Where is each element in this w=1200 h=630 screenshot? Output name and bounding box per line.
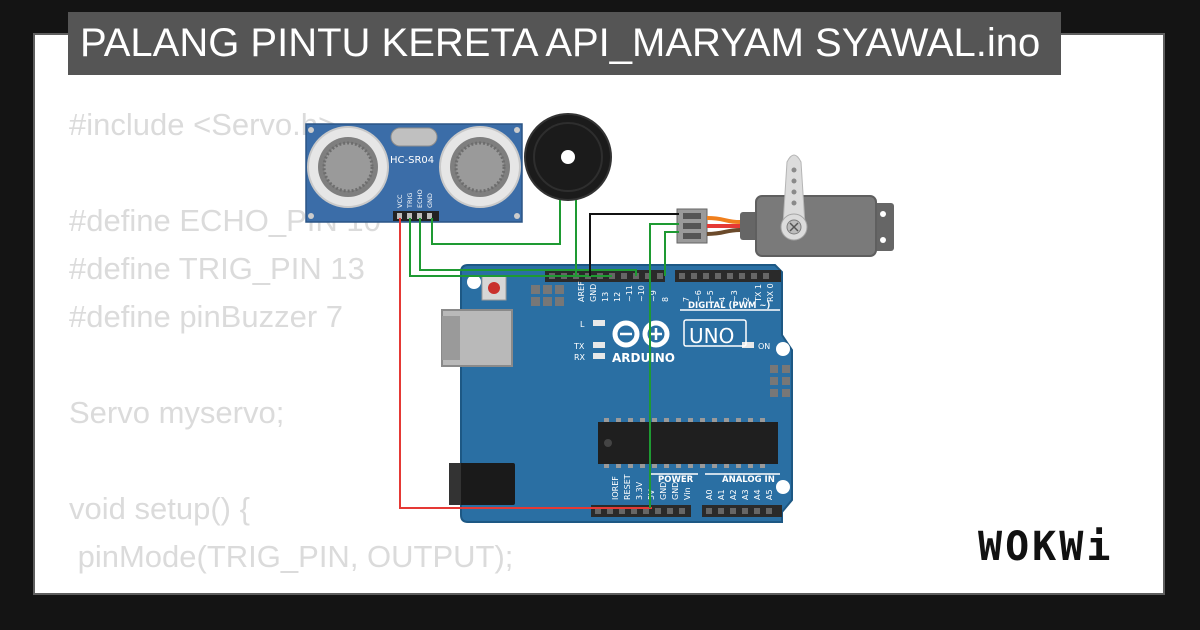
code-line: #define TRIG_PIN 13 [69, 251, 365, 286]
hc-sr04-sensor: HC-SR04 VCC TRIG ECHO GND [305, 123, 523, 223]
led-rx-label: RX [574, 353, 586, 362]
wire-sensor-gnd [431, 200, 561, 245]
pin-label-rx0: RX 0 [766, 283, 775, 302]
analog-header-label: ANALOG IN [722, 475, 775, 485]
sensor-pin-vcc-label: VCC [396, 194, 404, 208]
pin-label-5v: 5V [647, 489, 656, 500]
led-on [742, 342, 754, 348]
pin-label-10: ~10 [637, 285, 646, 302]
pin-label-11: ~11 [625, 285, 634, 302]
wires [399, 200, 679, 509]
digital-header-label: DIGITAL (PWM ~) [688, 301, 770, 311]
pin-label-a4: A4 [753, 489, 762, 500]
atmega-chip [598, 422, 778, 464]
pin-label-8: 8 [661, 297, 670, 302]
led-l-label: L [580, 320, 585, 329]
project-title: PALANG PINTU KERETA API_MARYAM SYAWAL.in… [68, 12, 1061, 75]
pin-label-aref: AREF [577, 281, 586, 302]
sensor-pin-gnd-label: GND [426, 193, 434, 208]
pin-label-ioref: IOREF [611, 476, 620, 500]
pin-label-gnd-1: GND [659, 482, 668, 500]
code-line: pinMode(TRIG_PIN, OUTPUT); [69, 539, 514, 574]
pin-label-gnd-2: GND [671, 482, 680, 500]
buzzer [524, 113, 612, 201]
pin-label-9: ~9 [649, 290, 658, 302]
wire-vcc-5v [399, 218, 652, 509]
sensor-pin-trig-label: TRIG [406, 193, 414, 209]
arduino-brand: ARDUINO [612, 351, 675, 365]
led-l [593, 320, 605, 326]
pin-label-gnd: GND [589, 284, 598, 302]
pin-label-5: ~5 [706, 290, 715, 302]
led-on-label: ON [758, 342, 770, 351]
arduino-model: UNO [689, 324, 734, 348]
wire-trig [409, 218, 612, 277]
pin-label-vin: Vin [683, 487, 692, 500]
pin-label-6: ~6 [694, 290, 703, 302]
pin-label-7: 7 [682, 297, 691, 302]
power-header-label: POWER [658, 475, 694, 485]
pin-label-a0: A0 [705, 489, 714, 500]
code-line: #define pinBuzzer 7 [69, 299, 344, 334]
code-line: Servo myservo; [69, 395, 285, 430]
pin-label-reset: RESET [623, 474, 632, 500]
code-line: pinMode(ECHO_PIN, INPUT); [69, 581, 513, 593]
wire-gnd [589, 213, 679, 276]
servo-motor [676, 154, 894, 257]
sensor-pin-echo-label: ECHO [416, 189, 424, 208]
code-background: #include <Servo.h>#define ECHO_PIN 10#de… [69, 101, 514, 593]
pin-label-a1: A1 [717, 489, 726, 500]
pin-label-2: 2 [742, 297, 751, 302]
pin-label-13: 13 [601, 292, 610, 302]
led-tx [593, 342, 605, 348]
pin-label-tx1: TX 1 [754, 284, 763, 303]
led-rx [593, 353, 605, 359]
sensor-model-label: HC-SR04 [390, 155, 434, 166]
wokwi-logo: WOKWi [978, 524, 1114, 570]
pin-label-4: 4 [718, 297, 727, 302]
wire-servo-signal [664, 231, 679, 276]
pin-label-3v3: 3.3V [635, 481, 644, 500]
wire-servo-power [649, 223, 679, 508]
wire-echo [419, 218, 637, 276]
pin-label-a3: A3 [741, 489, 750, 500]
pin-label-a2: A2 [729, 489, 738, 500]
led-tx-label: TX [573, 342, 585, 351]
pin-label-12: 12 [613, 292, 622, 302]
arduino-uno-board: AREF GND 13 12 ~11 ~10 ~9 8 7 ~6 ~5 4 ~3… [441, 264, 793, 523]
pin-label-3: ~3 [730, 290, 739, 302]
pin-label-a5: A5 [765, 489, 774, 500]
code-line: void setup() { [69, 491, 250, 526]
arduino-infinity-logo [612, 320, 670, 348]
